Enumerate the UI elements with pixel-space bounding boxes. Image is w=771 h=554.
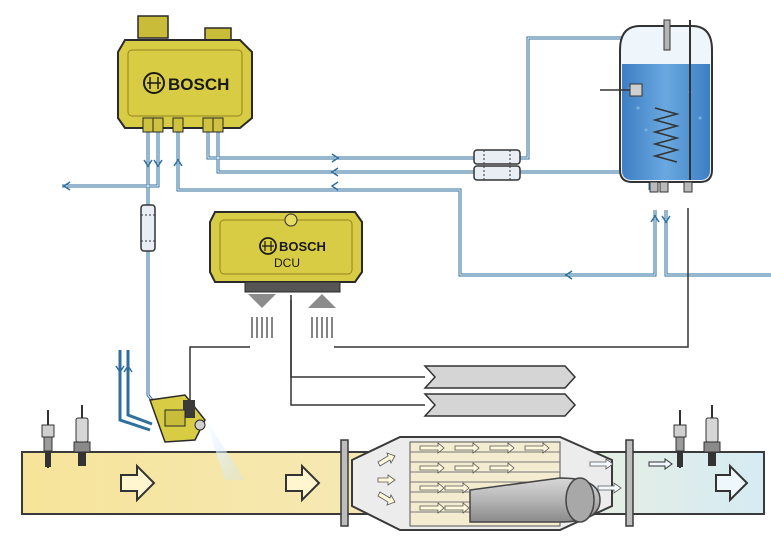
supply-module-brand: BOSCH xyxy=(168,75,229,94)
signal-wires xyxy=(189,208,689,408)
line-filter xyxy=(140,204,156,252)
hollow-arrow-icon xyxy=(120,463,321,503)
dcu-connector xyxy=(244,281,341,293)
dcu-label: DCU xyxy=(274,256,300,270)
input-signal-arrow xyxy=(308,294,336,308)
dosing-injector-icon xyxy=(148,394,245,480)
supply-module: BOSCH xyxy=(117,15,253,133)
line-filter xyxy=(473,165,521,181)
bosch-logo-icon xyxy=(259,237,277,255)
hollow-arrow-icon xyxy=(715,463,749,503)
channel-flow-arrows xyxy=(419,442,550,514)
bosch-logo-icon xyxy=(143,72,165,94)
dosing-control-unit: BOSCH DCU xyxy=(209,211,363,293)
exhaust-sensor-icon xyxy=(673,410,687,468)
exhaust-sensor-icon xyxy=(703,405,721,466)
heater-coil xyxy=(652,107,680,163)
level-sensor xyxy=(629,83,643,97)
exhaust-sensor-icon xyxy=(73,405,91,466)
scr-catalyst xyxy=(351,436,622,531)
pipe-flange xyxy=(340,439,349,527)
signal-tag xyxy=(423,393,577,417)
pipe-flange xyxy=(625,439,634,527)
signal-tag xyxy=(423,365,577,389)
line-filter xyxy=(473,149,521,165)
reductant-tank xyxy=(600,19,713,193)
dcu-brand: BOSCH xyxy=(279,239,326,254)
exhaust-sensor-icon xyxy=(41,410,55,468)
output-signal-arrow xyxy=(248,294,276,308)
